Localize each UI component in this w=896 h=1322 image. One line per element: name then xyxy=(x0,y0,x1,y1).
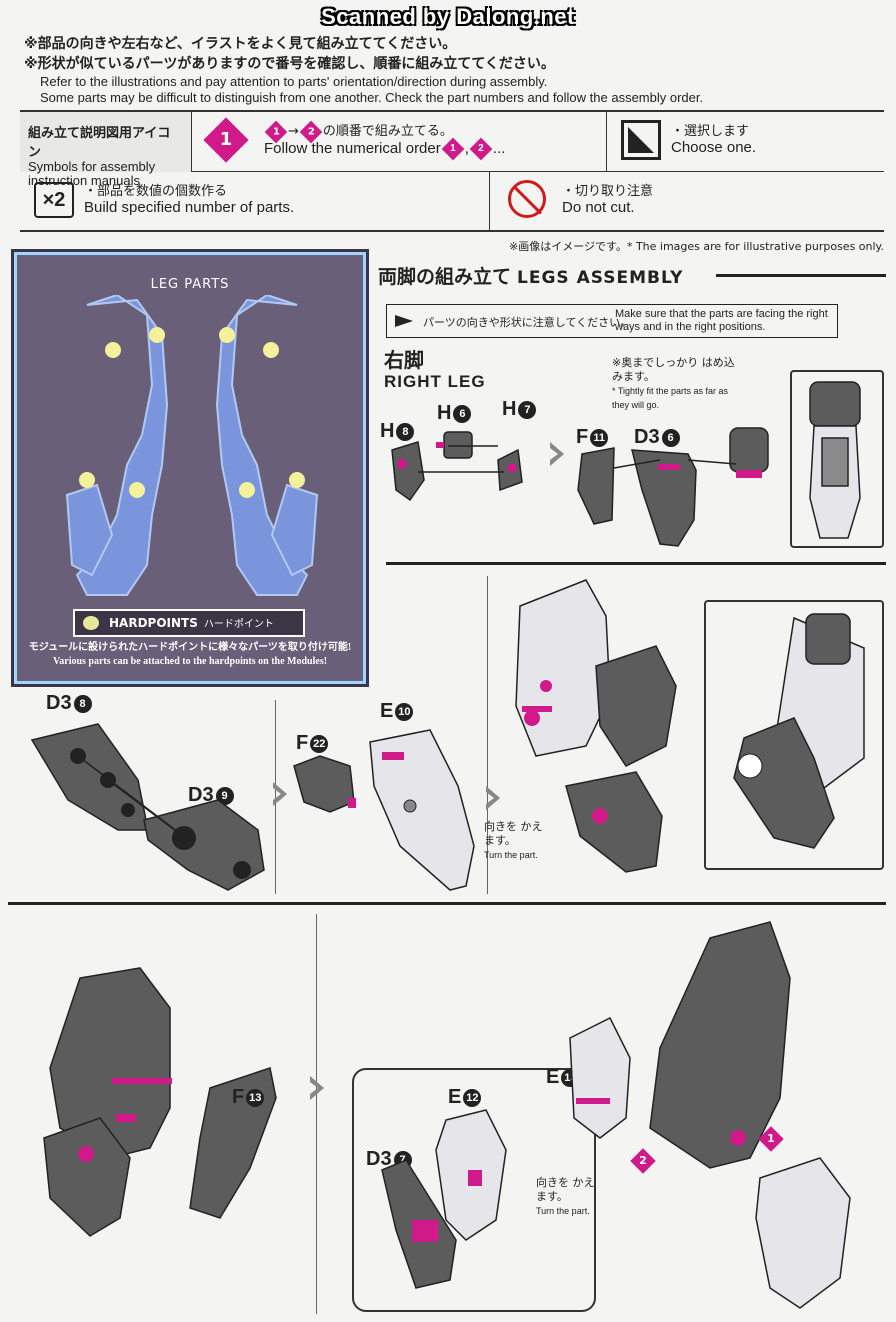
legend-title: 組み立て説明図用アイコン Symbols for assembly instru… xyxy=(20,112,192,188)
step5-illustration xyxy=(43,967,277,1237)
notes: ※部品の向きや左右など、イラストをよく見て組み立ててください。 ※形状が似ている… xyxy=(24,34,884,106)
order-icon: 1 xyxy=(203,117,249,163)
step2-illustration xyxy=(30,723,265,891)
legend-build: ×2 ・部品を数値の個数作る Build specified number of… xyxy=(20,172,490,232)
note-jp-1: ※部品の向きや左右など、イラストをよく見て組み立ててください。 xyxy=(24,36,457,52)
hardpoint-icon xyxy=(83,616,99,630)
tight-fit-tip: ※奥までしっかり はめ込みます。 * Tightly fit the parts… xyxy=(612,356,735,410)
step-badge-2: 2 xyxy=(630,1148,656,1174)
step5b-illustration xyxy=(569,921,851,1309)
leg-parts-title: LEG PARTS xyxy=(150,277,230,292)
divider-v2 xyxy=(487,576,488,894)
leg-parts-illustration xyxy=(65,295,319,596)
legend-title-en: Symbols for assembly instruction manuals xyxy=(28,159,156,188)
turn-note-1: 向きを かえます。 Turn the part. xyxy=(484,820,543,860)
step-arrow-icon xyxy=(310,1076,324,1100)
divider-v3 xyxy=(316,914,317,1314)
note-en-2: Some parts may be difficult to distingui… xyxy=(40,90,704,105)
step1-illustration xyxy=(391,427,769,547)
symbol-legend: 組み立て説明図用アイコン Symbols for assembly instru… xyxy=(20,110,884,232)
step-badge-1: 1 xyxy=(758,1126,784,1152)
right-leg-title-jp: 右脚 xyxy=(384,348,424,372)
legend-row-2: ×2 ・部品を数値の個数作る Build specified number of… xyxy=(20,172,884,232)
step4-illustration xyxy=(515,579,677,873)
step-arrow-icon xyxy=(273,782,287,806)
step5a-illustration xyxy=(381,1109,507,1289)
choose-icon xyxy=(621,120,661,160)
legend-title-jp: 組み立て説明図用アイコン xyxy=(28,126,171,160)
leg-parts-caption: モジュールに設けられたハードポイントに様々なパーツを取り付け可能! Variou… xyxy=(28,642,352,667)
turn-note-2: 向きを かえます。 Turn the part. xyxy=(536,1176,595,1216)
legend-row-1: 組み立て説明図用アイコン Symbols for assembly instru… xyxy=(20,112,884,188)
note-jp-2: ※形状が似ているパーツがありますので番号を確認し、順番に組み立ててください。 xyxy=(24,56,555,72)
step-arrow-icon xyxy=(486,786,500,810)
no-cut-icon xyxy=(508,180,546,218)
multiply-icon: ×2 xyxy=(34,182,74,218)
divider-2 xyxy=(8,902,886,905)
legend-choose: ・選択します Choose one. xyxy=(606,112,884,172)
step4-result-frame xyxy=(704,600,884,870)
watermark: Scanned by Dalong.net xyxy=(321,4,575,29)
divider-v1 xyxy=(275,700,276,894)
sub-assembly-frame xyxy=(352,1068,596,1312)
divider-1 xyxy=(386,562,886,565)
disclaimer: ※画像はイメージです。* The images are for illustra… xyxy=(509,240,884,253)
legend-cut: ・切り取り注意 Do not cut. xyxy=(498,172,884,232)
caution-box: パーツの向きや形状に注意してください。 Make sure that the p… xyxy=(386,304,838,338)
step4-result-illustration xyxy=(733,613,865,849)
caution-arrow-icon xyxy=(395,315,413,327)
step1-result-frame xyxy=(790,370,884,548)
step1-result-illustration xyxy=(809,381,861,539)
step-arrow-icon xyxy=(550,442,564,466)
note-en-1: Refer to the illustrations and pay atten… xyxy=(40,74,548,89)
right-leg-title-en: RIGHT LEG xyxy=(384,372,486,391)
step3-illustration xyxy=(293,729,475,891)
